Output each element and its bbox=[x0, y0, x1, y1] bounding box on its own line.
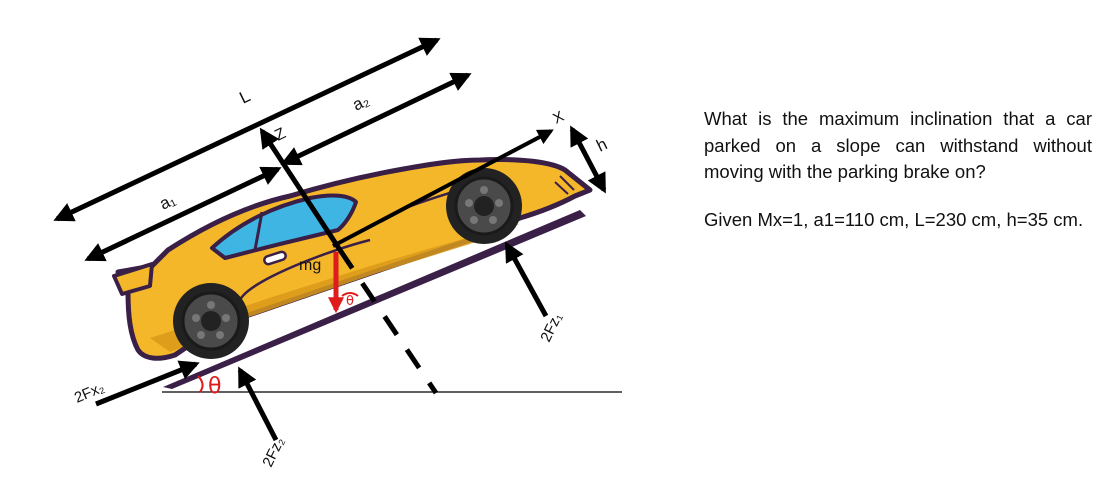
car-on-slope-diagram: L a₂ a₁ Z X h mg θ θ 2Fz₁ 2Fz₂ 2Fx₂ bbox=[53, 37, 622, 470]
label-mg: mg bbox=[299, 257, 321, 274]
label-2fz1: 2Fz₁ bbox=[537, 310, 565, 344]
label-a1: a₁ bbox=[156, 190, 178, 214]
car bbox=[112, 157, 593, 361]
car-lower-band bbox=[150, 224, 520, 352]
label-x: X bbox=[550, 108, 566, 128]
rear-spoiler bbox=[112, 262, 154, 296]
z-axis-arrow bbox=[259, 127, 343, 252]
label-theta-small: θ bbox=[346, 294, 354, 309]
theta-arc-small bbox=[341, 292, 359, 297]
question-panel: What is the maximum inclination that a c… bbox=[704, 106, 1092, 233]
dimension-arrow-h bbox=[569, 125, 607, 194]
x-axis-arrow bbox=[332, 129, 554, 248]
fx2-arrow bbox=[95, 360, 200, 407]
door-line bbox=[238, 238, 371, 301]
label-a2: a₂ bbox=[349, 90, 372, 114]
label-z: Z bbox=[272, 125, 288, 145]
question-text: What is the maximum inclination that a c… bbox=[704, 108, 1092, 182]
dimension-arrow-a2 bbox=[280, 72, 472, 166]
fz1-arrow bbox=[504, 241, 549, 318]
window-pillar bbox=[253, 211, 264, 251]
door-handle bbox=[263, 250, 287, 266]
theta-arc-ground bbox=[197, 375, 204, 393]
car-window bbox=[210, 193, 358, 260]
given-values: Given Mx=1, a1=110 cm, L=230 cm, h=35 cm… bbox=[704, 208, 1084, 230]
label-L: L bbox=[236, 86, 253, 107]
label-theta-ground: θ bbox=[208, 374, 221, 399]
dashed-normal-line bbox=[337, 248, 439, 395]
fz2-arrow bbox=[237, 366, 279, 442]
label-h: h bbox=[593, 134, 610, 155]
dimension-arrow-a1 bbox=[84, 166, 282, 262]
rear-wheel bbox=[173, 283, 249, 359]
front-wheel bbox=[446, 168, 522, 244]
label-2fz2: 2Fz₂ bbox=[259, 434, 288, 469]
